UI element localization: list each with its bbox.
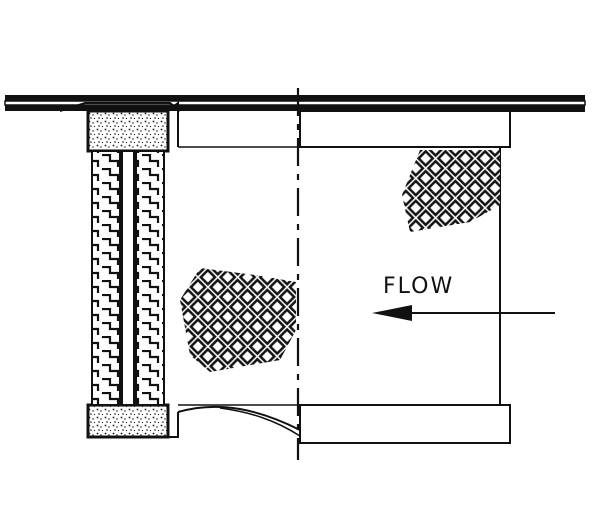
flow-label: FLOW	[383, 274, 454, 299]
top-flange	[4, 95, 586, 112]
media-core	[121, 150, 135, 406]
outer-mesh	[402, 150, 500, 232]
inner-mesh	[180, 268, 296, 372]
pleated-media-inner	[135, 150, 165, 406]
end-cap-bottom	[86, 403, 301, 439]
flow-arrow	[372, 305, 555, 321]
end-cap-top	[86, 100, 179, 153]
pleated-media-outer	[91, 150, 121, 406]
